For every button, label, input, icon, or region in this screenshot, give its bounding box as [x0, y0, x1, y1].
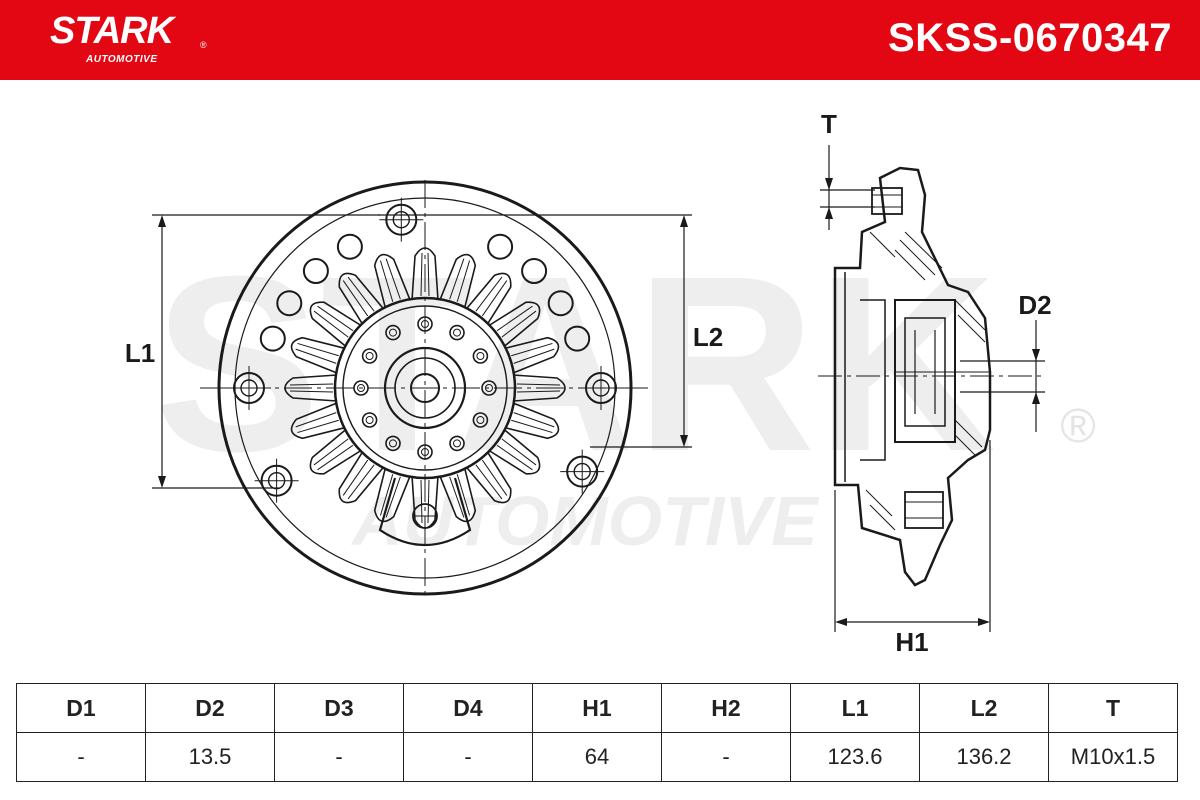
hub-hole: [472, 348, 489, 364]
rubber-petal: [373, 253, 411, 309]
specs-header-row: D1 D2 D3 D4 H1 H2 L1 L2 T: [16, 683, 1178, 733]
technical-drawing: STARK AUTOMOTIVE ® L1: [125, 109, 1096, 657]
rubber-petal: [504, 336, 560, 374]
side-view: [818, 166, 1045, 587]
lower-bracket: [378, 477, 472, 546]
hub-hole: [361, 412, 378, 428]
specs-value-cell: -: [274, 732, 404, 782]
brand-name: STARK: [50, 10, 174, 52]
rubber-petal: [512, 374, 566, 402]
flange-hole: [259, 325, 286, 352]
specs-table: D1 D2 D3 D4 H1 H2 L1 L2 T - 13.5 - - 64 …: [16, 683, 1178, 782]
label-d2: D2: [1018, 290, 1051, 320]
rubber-petal: [309, 428, 362, 475]
rubber-petal: [338, 272, 385, 325]
hub-hole: [385, 435, 401, 452]
specs-header-cell: H2: [661, 683, 791, 733]
rubber-petal: [488, 428, 541, 475]
hub-hole: [481, 380, 497, 396]
rubber-petal: [504, 402, 560, 440]
front-view: [200, 180, 650, 600]
rubber-petal: [411, 247, 439, 301]
rubber-petal: [284, 374, 338, 402]
specs-header-cell: L2: [919, 683, 1049, 733]
specs-value-cell: M10x1.5: [1048, 732, 1178, 782]
hub-hole: [353, 380, 369, 396]
bearing-outer: [383, 346, 467, 430]
hub-rim: [342, 305, 508, 471]
watermark-registered-mark: ®: [1060, 400, 1095, 453]
label-l2: L2: [693, 322, 723, 352]
dimension-l2: [378, 214, 692, 448]
specs-header-cell: D3: [274, 683, 404, 733]
hub-hole: [417, 444, 433, 460]
specs-header-cell: D2: [145, 683, 275, 733]
dimension-l1: [152, 214, 380, 489]
flange-hole: [564, 325, 591, 352]
flange-hole: [336, 233, 363, 260]
bearing-inner: [394, 357, 456, 419]
dimension-d2: [960, 320, 1045, 432]
hub-hole: [449, 324, 465, 341]
specs-header-cell: T: [1048, 683, 1178, 733]
side-profile: [833, 166, 992, 587]
specs-header-cell: D1: [16, 683, 146, 733]
rubber-petal: [488, 301, 541, 348]
rubber-petal: [338, 451, 385, 504]
flange-hole: [547, 290, 574, 317]
header-bar: STARK ® AUTOMOTIVE SKSS-0670347: [0, 0, 1200, 80]
part-number: SKSS-0670347: [888, 16, 1172, 60]
hub-outer: [333, 296, 517, 480]
specs-header-cell: L1: [790, 683, 920, 733]
brand-logo: STARK ® AUTOMOTIVE: [50, 8, 220, 68]
specs-value-cell: 13.5: [145, 732, 275, 782]
rubber-petal: [309, 301, 362, 348]
specs-value-cell: 64: [532, 732, 662, 782]
section-hatching: [865, 231, 986, 531]
specs-header-cell: D4: [403, 683, 533, 733]
center-bore: [410, 373, 440, 403]
specs-value-cell: -: [403, 732, 533, 782]
flange-holes: [259, 233, 591, 352]
hub-hole: [472, 412, 489, 428]
flange-hole: [276, 290, 303, 317]
label-h1: H1: [895, 627, 928, 657]
specs-value-cell: 123.6: [790, 732, 920, 782]
flange-hole: [521, 258, 548, 284]
hub-hole: [449, 435, 465, 452]
specs-header-cell: H1: [532, 683, 662, 733]
label-t: T: [821, 109, 837, 139]
flange-hole: [302, 258, 329, 284]
label-l1: L1: [125, 338, 155, 368]
rubber-petal: [290, 336, 346, 374]
watermark-sub: AUTOMOTIVE: [350, 482, 820, 560]
hub-hole: [361, 348, 378, 364]
dimension-t: [820, 145, 875, 230]
specs-value-row: - 13.5 - - 64 - 123.6 136.2 M10x1.5: [16, 732, 1178, 782]
mounting-studs: [227, 197, 623, 503]
rubber-petal: [439, 253, 477, 309]
hub-hole: [385, 324, 401, 341]
flange-hole: [487, 233, 514, 260]
specs-value-cell: -: [16, 732, 146, 782]
top-bolt: [871, 187, 903, 215]
dimension-h1: [834, 440, 991, 632]
hub-hole: [417, 316, 433, 332]
brand-registered-mark: ®: [200, 40, 207, 50]
brand-subtitle: AUTOMOTIVE: [86, 54, 158, 65]
bearing-section: [894, 299, 956, 443]
hub-holes: [353, 316, 497, 460]
rubber-petal: [465, 272, 512, 325]
rubber-petal: [290, 402, 346, 440]
specs-value-cell: -: [661, 732, 791, 782]
rubber-petal: [465, 451, 512, 504]
specs-value-cell: 136.2: [919, 732, 1049, 782]
bottom-bolt: [904, 491, 944, 529]
